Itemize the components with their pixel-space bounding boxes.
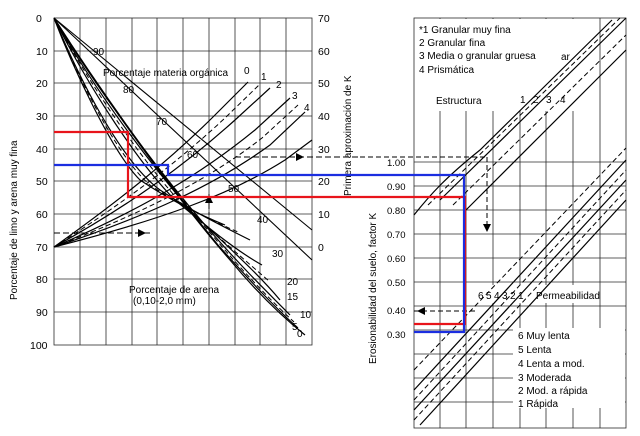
right-tick: 20 xyxy=(318,176,330,188)
right-tick: 40 xyxy=(318,111,330,123)
permeability-number: 6 xyxy=(478,291,484,302)
permeability-number: 2 xyxy=(510,291,516,302)
k-axis-ticks: 1.00 0.90 0.80 0.70 0.60 0.50 0.40 0.30 xyxy=(387,158,406,341)
left-tick: 60 xyxy=(36,209,48,221)
structure-item: 3 Media o granular gruesa xyxy=(419,51,536,62)
k-tick: 0.30 xyxy=(387,330,406,341)
arrow-head-5 xyxy=(417,307,425,315)
permeability-item: 6 Muy lenta xyxy=(518,331,570,342)
left-tick: 20 xyxy=(36,78,48,90)
arrow-head-2 xyxy=(296,153,304,161)
structure-legend-box xyxy=(415,19,575,111)
permeability-item: 5 Lenta xyxy=(518,345,552,356)
k-axis-label: Erosionabilidad del suelo, factor K xyxy=(368,212,379,364)
structure-heading: Estructura xyxy=(436,96,482,107)
permeability-number: 3 xyxy=(502,291,508,302)
structure-number: 2 xyxy=(533,95,539,106)
permeability-number: 1 xyxy=(518,291,524,302)
silt-label: 80 xyxy=(123,85,135,96)
left-tick: 70 xyxy=(36,242,48,254)
sand-subtitle: (0,10-2,0 mm) xyxy=(133,296,196,307)
left-axis-ticks: 0 10 20 30 40 50 60 70 80 90 100 xyxy=(30,13,48,352)
k-tick: 0.60 xyxy=(387,254,406,265)
left-tick: 100 xyxy=(30,340,48,352)
silt-label: 50 xyxy=(228,184,240,195)
structure-item: 2 Granular fina xyxy=(419,38,486,49)
left-tick: 30 xyxy=(36,111,48,123)
organic-label: 0 xyxy=(244,66,250,77)
right-axis-label: Primera aproximación de K xyxy=(343,75,354,196)
k-tick: 0.80 xyxy=(387,206,406,217)
permeability-number: 5 xyxy=(486,291,492,302)
right-tick: 50 xyxy=(318,78,330,90)
right-tick: 10 xyxy=(318,209,330,221)
permeability-item: 4 Lenta a mod. xyxy=(518,359,585,370)
sand-label: 20 xyxy=(287,277,299,288)
left-tick: 0 xyxy=(36,13,42,25)
left-axis-label: Porcentaje de limo y arena muy fina xyxy=(9,140,20,300)
organic-lines xyxy=(53,81,313,248)
right-axis-ticks: 70 60 50 40 30 20 10 0 xyxy=(318,13,330,254)
organic-label: 3 xyxy=(292,91,298,102)
structure-number: 4 xyxy=(560,95,566,106)
left-grid xyxy=(53,17,313,346)
silt-label: 70 xyxy=(156,117,168,128)
structure-number: 3 xyxy=(546,95,552,106)
silt-label: 40 xyxy=(257,215,269,226)
left-tick: 80 xyxy=(36,274,48,286)
sand-label: 5 xyxy=(292,322,298,333)
organic-lines-dashed xyxy=(53,84,299,248)
sand-label: 0 xyxy=(297,329,303,340)
permeability-item: 1 Rápida xyxy=(518,399,558,410)
k-tick: 0.70 xyxy=(387,230,406,241)
organic-label: 2 xyxy=(276,80,282,91)
sand-label: 10 xyxy=(300,310,312,321)
blue-path xyxy=(54,163,466,334)
right-tick: 0 xyxy=(318,242,324,254)
organic-label: 1 xyxy=(261,72,267,83)
k-tick: 0.90 xyxy=(387,182,406,193)
left-tick: 90 xyxy=(36,307,48,319)
permeability-lines xyxy=(413,159,627,426)
permeability-heading: Permeabilidad xyxy=(536,291,600,302)
right-tick: 70 xyxy=(318,13,330,25)
permeability-legend-box xyxy=(513,328,625,408)
right-tick: 30 xyxy=(318,144,330,156)
silt-label: 30 xyxy=(272,249,284,260)
k-tick: 0.40 xyxy=(387,306,406,317)
right-tick: 60 xyxy=(318,46,330,58)
permeability-number: 4 xyxy=(494,291,500,302)
arrow-head-4 xyxy=(483,224,491,232)
k-lines xyxy=(53,17,313,261)
arrow-head-3 xyxy=(205,195,213,203)
k-tick: 0.50 xyxy=(387,278,406,289)
guide-arrows xyxy=(54,156,360,234)
sand-title: Porcentaje de arena xyxy=(129,285,220,296)
structure-lines xyxy=(413,17,627,216)
k-tick: 1.00 xyxy=(387,158,406,169)
left-tick: 40 xyxy=(36,144,48,156)
structure-item: 4 Prismática xyxy=(419,65,474,76)
permeability-item: 3 Moderada xyxy=(518,373,572,384)
left-tick: 50 xyxy=(36,176,48,188)
structure-lines-dashed xyxy=(427,17,627,206)
sand-label: 15 xyxy=(287,292,299,303)
organic-matter-title: Porcentaje materia orgánica xyxy=(103,68,229,79)
permeability-item: 2 Mod. a rápida xyxy=(518,386,588,397)
structure-number: 1 xyxy=(520,95,526,106)
silt-label: 60 xyxy=(187,150,199,161)
silt-label: 90 xyxy=(93,47,105,58)
structure-item: *1 Granular muy fina xyxy=(419,25,511,36)
organic-label: 4 xyxy=(304,103,310,114)
left-tick: 10 xyxy=(36,46,48,58)
red-path xyxy=(54,130,467,326)
arrow-head-1 xyxy=(138,229,146,237)
structure-extra: ar xyxy=(561,52,571,63)
